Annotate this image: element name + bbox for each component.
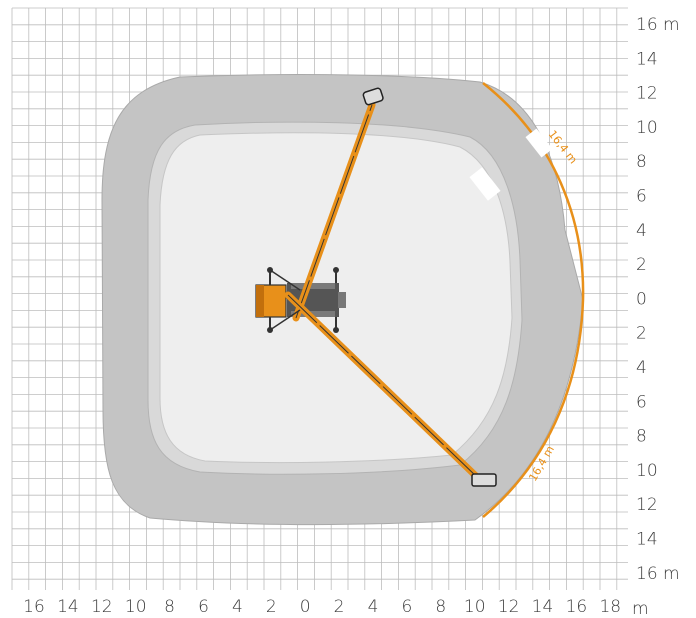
- y-tick-label: 6: [636, 392, 647, 412]
- y-tick-label: 14: [636, 530, 658, 550]
- y-tick-label: 4: [636, 221, 647, 241]
- x-tick-label: 16: [23, 597, 45, 617]
- x-tick-label: 6: [401, 597, 412, 617]
- x-tick-label: 12: [498, 597, 520, 617]
- x-tick-label: 10: [464, 597, 486, 617]
- x-tick-label: 2: [266, 597, 277, 617]
- basket-top: [362, 87, 384, 106]
- x-tick-label: 14: [57, 597, 79, 617]
- x-tick-label: 6: [198, 597, 209, 617]
- boom-tip-labels: [469, 167, 501, 201]
- x-tick-label: 2: [334, 597, 345, 617]
- x-tick-label: 4: [368, 597, 379, 617]
- y-tick-label: 12: [636, 84, 658, 104]
- x-tick-label: 18: [599, 597, 621, 617]
- y-tick-label: 16 m: [636, 564, 680, 584]
- x-axis-unit: m: [632, 599, 649, 618]
- x-tick-label: 8: [164, 597, 175, 617]
- y-tick-label: 10: [636, 118, 658, 138]
- y-tick-label: 8: [636, 427, 647, 447]
- outrigger-pad-top-right: [333, 267, 339, 273]
- chassis-track-bottom: [291, 311, 335, 317]
- x-tick-label: 14: [532, 597, 554, 617]
- boom-to-top-outline: [295, 104, 373, 319]
- chassis-rear-plate: [338, 292, 346, 308]
- y-tick-label: 12: [636, 495, 658, 515]
- booms: [269, 87, 497, 487]
- boom-link-bottom: [269, 309, 301, 331]
- boom-to-bottom: [284, 291, 482, 482]
- outrigger-pad-bottom-right: [333, 327, 339, 333]
- x-tick-label: 0: [300, 597, 311, 617]
- y-tick-label: 2: [636, 255, 647, 275]
- x-tick-label: 12: [91, 597, 113, 617]
- y-tick-label: 8: [636, 152, 647, 172]
- y-tick-label: 6: [636, 187, 647, 207]
- boom-top-tip-label-backdrop: [469, 167, 501, 201]
- x-tick-label: 8: [435, 597, 446, 617]
- y-tick-label: 4: [636, 358, 647, 378]
- basket-bottom: [471, 473, 497, 487]
- x-tick-label: 10: [125, 597, 147, 617]
- y-tick-label: 14: [636, 49, 658, 69]
- y-tick-label: 0: [636, 289, 647, 309]
- chassis-track-top: [291, 283, 335, 289]
- y-tick-label: 16 m: [636, 15, 680, 35]
- y-tick-label: 10: [636, 461, 658, 481]
- y-tick-label: 2: [636, 324, 647, 344]
- turret-counterweight: [256, 285, 264, 317]
- x-tick-label: 4: [232, 597, 243, 617]
- x-tick-label: 16: [566, 597, 588, 617]
- y-axis-ticks: 16 m 14 12 10 8 6 4 2 0 2 4 6 8 10 12 14 16 m: [636, 15, 680, 584]
- boom-link-top: [269, 269, 301, 291]
- arc-label-top-backdrop: [525, 128, 553, 158]
- x-axis-ticks: 16 14 12 10 8 6 4 2 0 2 4 6 8 10 12 14 16 18: [23, 597, 621, 617]
